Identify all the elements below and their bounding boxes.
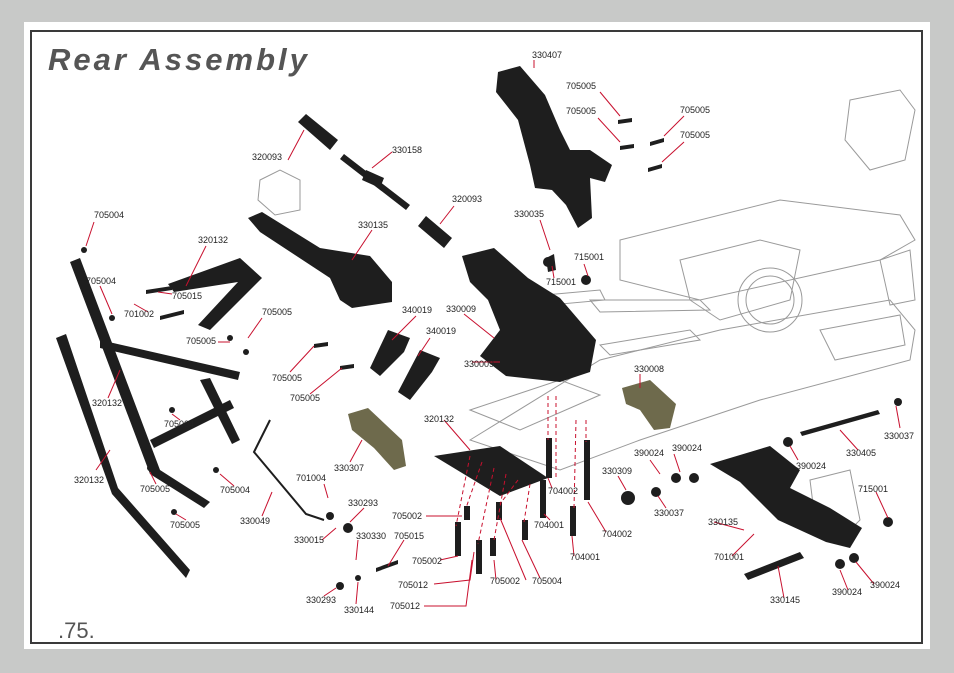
part-330158 <box>340 154 410 210</box>
part-320132-rear-bumper <box>56 258 240 578</box>
label-320132: 320132 <box>198 235 228 245</box>
label-330293: 330293 <box>306 595 336 605</box>
part-330135-b <box>710 446 862 548</box>
label-705005: 705005 <box>186 336 216 346</box>
label-390024: 390024 <box>634 448 664 458</box>
label-704002: 704002 <box>548 486 578 496</box>
label-705005: 705005 <box>140 484 170 494</box>
label-705004: 705004 <box>220 485 250 495</box>
label-330309: 330309 <box>602 466 632 476</box>
label-330015: 330015 <box>294 535 324 545</box>
label-330144: 330144 <box>344 605 374 615</box>
label-330037: 330037 <box>654 508 684 518</box>
label-330158: 330158 <box>392 145 422 155</box>
label-320093: 320093 <box>452 194 482 204</box>
label-701001: 701001 <box>714 552 744 562</box>
label-330407: 330407 <box>532 50 562 60</box>
label-330135: 330135 <box>708 517 738 527</box>
page-title: Rear Assembly <box>48 42 310 77</box>
label-705005: 705005 <box>680 105 710 115</box>
label-330307: 330307 <box>334 463 364 473</box>
label-330035: 330035 <box>514 209 544 219</box>
label-340019: 340019 <box>402 305 432 315</box>
label-320132: 320132 <box>74 475 104 485</box>
label-390024: 390024 <box>832 587 862 597</box>
label-330008: 330008 <box>634 364 664 374</box>
label-705005: 705005 <box>262 307 292 317</box>
label-320132: 320132 <box>424 414 454 424</box>
label-330293: 330293 <box>348 498 378 508</box>
label-715001: 715001 <box>546 277 576 287</box>
label-320132: 320132 <box>92 398 122 408</box>
label-705004: 705004 <box>86 276 116 286</box>
label-705012: 705012 <box>390 601 420 611</box>
label-390024: 390024 <box>672 443 702 453</box>
label-330049: 330049 <box>240 516 270 526</box>
part-320132-skid <box>434 446 548 496</box>
label-704002: 704002 <box>602 529 632 539</box>
label-705004: 705004 <box>164 419 194 429</box>
label-705015: 705015 <box>172 291 202 301</box>
page-number: .75. <box>58 618 95 643</box>
label-705015: 705015 <box>394 531 424 541</box>
label-330145: 330145 <box>770 595 800 605</box>
label-705005: 705005 <box>566 106 596 116</box>
label-705002: 705002 <box>412 556 442 566</box>
label-390024: 390024 <box>796 461 826 471</box>
label-701002: 701002 <box>124 309 154 319</box>
part-330008 <box>622 380 676 430</box>
part-330049 <box>252 419 325 521</box>
label-705005: 705005 <box>680 130 710 140</box>
label-705002: 705002 <box>392 511 422 521</box>
label-330009: 330009 <box>464 359 494 369</box>
part-330405 <box>800 410 880 436</box>
label-330037: 330037 <box>884 431 914 441</box>
part-330407 <box>496 66 612 228</box>
chassis-outline <box>257 89 916 541</box>
label-320093: 320093 <box>252 152 282 162</box>
label-705005: 705005 <box>290 393 320 403</box>
part-340019-b <box>398 350 440 400</box>
label-705012: 705012 <box>398 580 428 590</box>
part-330307 <box>348 408 406 470</box>
label-705005: 705005 <box>566 81 596 91</box>
label-715001: 715001 <box>858 484 888 494</box>
part-330145 <box>744 552 804 580</box>
label-705004: 705004 <box>94 210 124 220</box>
part-320093-a <box>298 114 338 150</box>
label-715001: 715001 <box>574 252 604 262</box>
label-330330: 330330 <box>356 531 386 541</box>
label-390024: 390024 <box>870 580 900 590</box>
part-340019-a <box>370 330 410 376</box>
label-705005: 705005 <box>272 373 302 383</box>
label-705005: 705005 <box>170 520 200 530</box>
leader-lines <box>85 60 901 607</box>
part-320093-b <box>418 216 452 248</box>
label-330135: 330135 <box>358 220 388 230</box>
label-340019: 340019 <box>426 326 456 336</box>
label-705002: 705002 <box>490 576 520 586</box>
label-701004: 701004 <box>296 473 326 483</box>
part-330135-a <box>248 212 392 308</box>
label-330405: 330405 <box>846 448 876 458</box>
part-number-labels: 330407 705005 705005 705005 705005 33015… <box>74 50 914 615</box>
label-705004: 705004 <box>532 576 562 586</box>
label-704001: 704001 <box>534 520 564 530</box>
label-330009: 330009 <box>446 304 476 314</box>
part-330009 <box>462 248 596 382</box>
page-frame <box>30 30 923 644</box>
part-hardware <box>81 118 902 590</box>
label-704001: 704001 <box>570 552 600 562</box>
